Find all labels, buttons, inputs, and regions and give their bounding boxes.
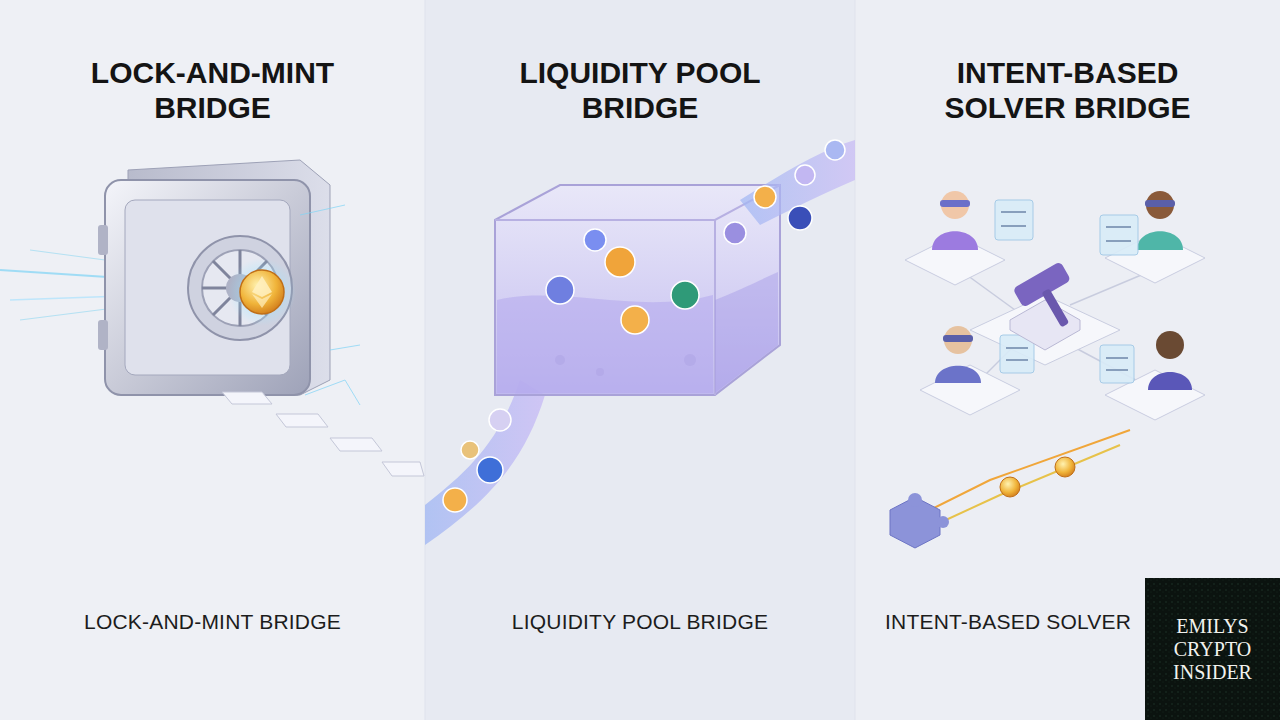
panel-caption: LOCK-AND-MINT BRIDGE [84,609,341,634]
bridge-panel: INTENT-BASED SOLVER BRIDGE INTENT-BASED S… [855,0,1280,720]
watermark: EMILYS CRYPTO INSIDER [1150,615,1275,684]
panel-title: INTENT-BASED SOLVER BRIDGE [923,56,1213,125]
bridge-panel: LOCK-AND-MINT BRIDGE LOCK-AND-MINT BRIDGE [0,0,425,720]
panel-caption: INTENT-BASED SOLVER [885,609,1131,634]
bridge-panel: LIQUIDITY POOL BRIDGE LIQUIDITY POOL BRID… [425,0,855,720]
panel-title: LIQUIDITY POOL BRIDGE [495,56,785,125]
panel-title: LOCK-AND-MINT BRIDGE [68,56,358,125]
panel-caption: LIQUIDITY POOL BRIDGE [512,609,768,634]
